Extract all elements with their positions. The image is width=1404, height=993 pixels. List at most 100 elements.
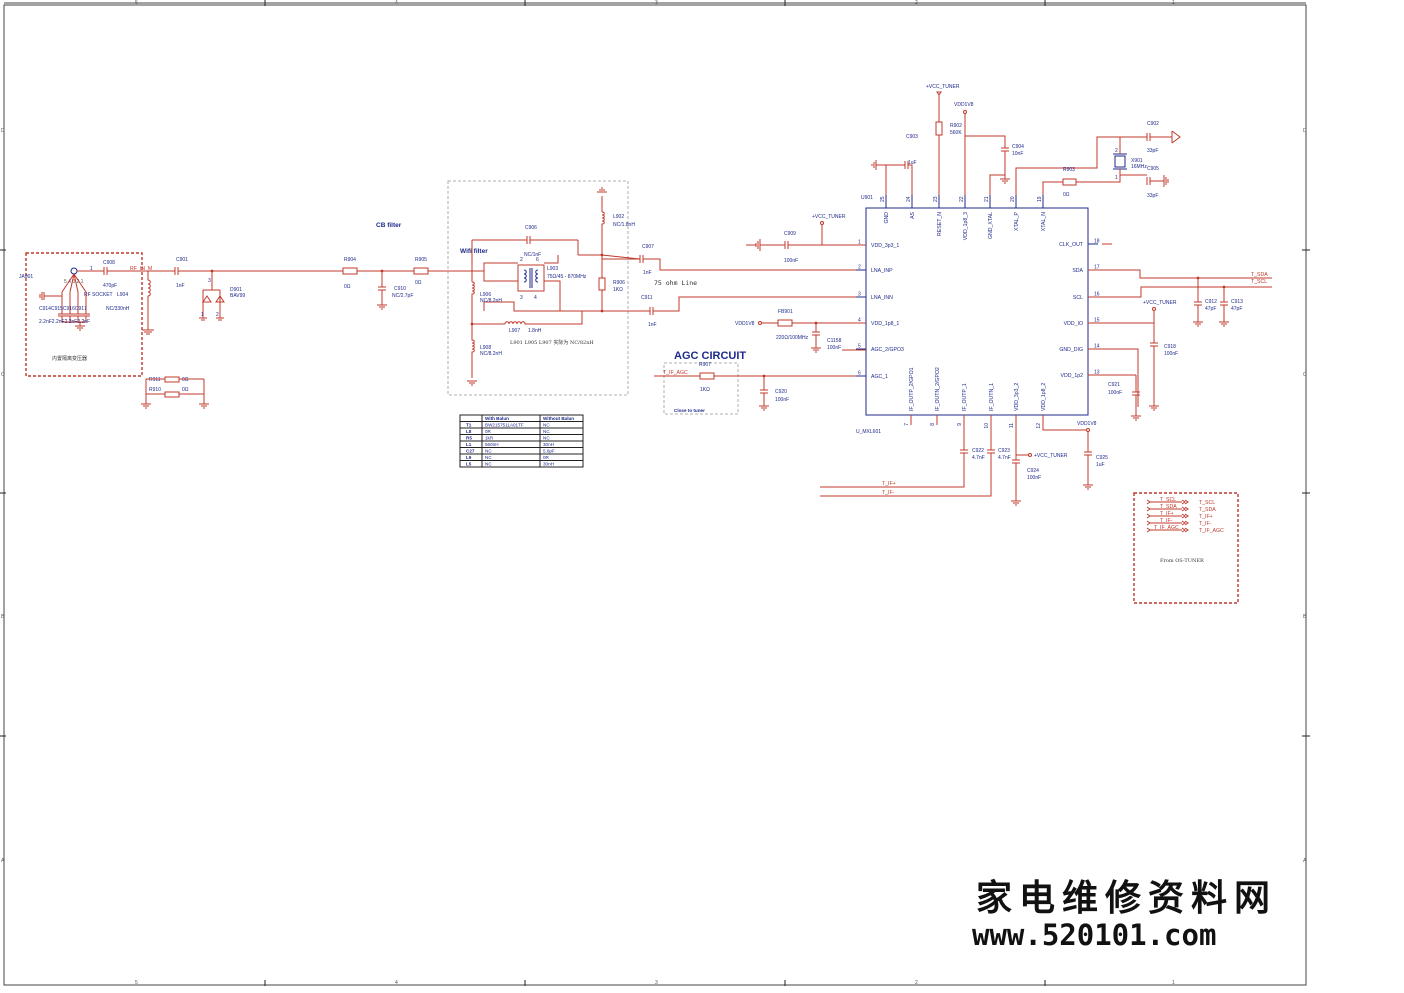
offsheet-net-left: T_IF- [1160, 518, 1173, 524]
cap-c904-ref: C904 [1012, 144, 1024, 150]
balun-value: 75Ω/45 - 870MHz [547, 274, 587, 280]
pwr-vcc-tuner-left: +VCC_TUNER [812, 214, 846, 220]
row-label-b: B [1, 614, 5, 620]
balun-ref: L903 [547, 266, 558, 272]
caps-group-refs: C914C915C916C917 [39, 306, 87, 312]
res-r903-value: 0Ω [1063, 192, 1070, 198]
offsheet-port-icon [1146, 506, 1189, 512]
table-cell: 30nH [543, 442, 554, 447]
cap-c905-ref: C905 [1147, 166, 1159, 172]
ind-l908-ref: L908 [480, 345, 491, 351]
table-cell: NC [543, 429, 550, 434]
chip-pin-number: 19 [1037, 196, 1043, 202]
bottom-if-block: C922 4.7nF C923 4.7nF T_IF+ T_IF- +VCC_T… [820, 415, 1108, 506]
chip-pin-name: IF_OUTP_2/GPO1 [909, 367, 915, 411]
chip-pin-name: VDD_3p3_1 [871, 243, 899, 249]
res-r911-ref: R911 [149, 377, 161, 383]
chip-pin-name: SCL [1073, 295, 1083, 301]
r910-r911-block: R911 0Ω R910 0Ω [141, 376, 209, 409]
left-supply-block: +VCC_TUNER C909 100nF VDD1V8 FB901 220Ω/… [735, 214, 866, 353]
isolation-transformer-caption: 内置隔离变压器 [52, 355, 87, 362]
chip-pin-name: XTAL_P [1014, 211, 1020, 230]
agc-title: AGC CIRCUIT [674, 350, 746, 362]
row-label-d-right: D [1303, 128, 1307, 134]
chip-body [865, 207, 1089, 416]
cap-c922-ref: C922 [972, 448, 984, 454]
chip-pin-name: LNA_INP [871, 268, 893, 274]
col-label-3-bottom: 3 [655, 980, 658, 986]
cap-c1158-value: 100nF [827, 345, 841, 351]
chip-pin-number: 25 [880, 196, 886, 202]
offsheet-port-icon [1146, 520, 1189, 526]
cap-c904-value: 10nF [1012, 151, 1023, 157]
ferrite-value: 220Ω/100MHz [776, 335, 809, 341]
col-label-4: 4 [395, 0, 398, 6]
offsheet-port-icon [1146, 527, 1189, 533]
chip-pin-name: RESET_N [937, 212, 943, 236]
diode-pin3: 3 [208, 278, 211, 284]
offsheet-net-right: T_SDA [1199, 507, 1216, 513]
chip-pin-number: 15 [1094, 318, 1100, 324]
c901-d901-block: C901 1nF 3 1 2 D901 BAV99 [174, 257, 343, 321]
offsheet-caption: From OS-TUNER [1160, 558, 1204, 564]
pwr-vcc-tuner-top: +VCC_TUNER [926, 84, 960, 90]
chip-pin-name: IF_OUTN_2/GPO2 [935, 367, 941, 411]
ind-l907-ref: L907 [509, 328, 520, 334]
chip-pin-number: 10 [984, 423, 990, 429]
cap-c918-value: 100nF [1164, 351, 1178, 357]
cap-c913-value: 47pF [1231, 306, 1242, 312]
cap-c925-value: 1uF [1096, 462, 1105, 468]
col-label-3: 3 [655, 0, 658, 6]
chip-pin-name: VDD_3p3_2 [1014, 383, 1020, 411]
table-cell: C27 [466, 449, 475, 454]
offsheet-net-right: T_IF+ [1199, 514, 1213, 520]
res-r907-ref: R907 [699, 362, 711, 368]
lna-input-caps: C907 1nF C911 1nF 75 ohm Line [639, 244, 866, 328]
row-label-a: A [1, 858, 5, 864]
socket-pin1: 1 [90, 266, 93, 272]
table-cell: NC [543, 436, 550, 441]
chip-pin-name: IF_OUTN_1 [989, 383, 995, 411]
crystal-ref: X901 [1131, 158, 1143, 164]
caps-group-values: 2.2nF2.2nF2.2nF2.2nF [39, 319, 90, 325]
col-label-1: 1 [1172, 0, 1175, 6]
cap-c918-ref: C918 [1164, 344, 1176, 350]
offsheet-net-right: T_SCL [1199, 500, 1215, 506]
rf-socket-label: RF SOCKET [84, 292, 113, 298]
balun-pin3: 3 [520, 295, 523, 301]
cap-c907-ref: C907 [642, 244, 654, 250]
cap-c924-value: 100nF [1027, 475, 1041, 481]
table-cell: L5 [466, 462, 472, 467]
chip-pin-number: 4 [858, 318, 861, 324]
wifi-filter-block: Wifi filter C906 NC/1nF L903 75Ω/45 - 87… [447, 180, 650, 396]
res-r907-value: 1KΩ [700, 387, 710, 393]
line-impedance-note: 75 ohm Line [654, 279, 697, 287]
col-label-2: 2 [915, 0, 918, 6]
table-cell: NC [485, 455, 492, 460]
chip-pin-name: SDA [1072, 268, 1083, 274]
chip-pin-name: VDD_1p8_3 [963, 212, 969, 240]
cb-filter-block: CB filter R904 0Ω C910 NC/2.7pF R905 0Ω [342, 222, 472, 310]
cb-filter-title: CB filter [376, 222, 402, 229]
offsheet-net-right: T_IF_AGC [1199, 528, 1224, 534]
res-r911-value: 0Ω [182, 377, 189, 383]
chip-pin-number: 18 [1094, 239, 1100, 245]
cap-c920-ref: C920 [775, 389, 787, 395]
sheet-frame: 5 4 3 2 1 5 4 3 2 1 D C B A D C B A [0, 0, 1310, 986]
res-r910-value: 0Ω [182, 387, 189, 393]
connector-ref: JA901 [19, 274, 33, 280]
res-r904-ref: R904 [344, 257, 356, 263]
pwr-vcc-tuner-bottom: +VCC_TUNER [1034, 453, 1068, 459]
inductor-ref: L904 [117, 292, 128, 298]
chip-pin-name: AS [910, 211, 916, 218]
offsheet-net-left: T_SCL [1160, 497, 1176, 503]
cap-c1158-ref: C1158 [827, 338, 842, 344]
cap-c909-ref: C909 [784, 231, 796, 237]
cap-c903-value: 1uF [908, 160, 917, 166]
cap-c924-ref: C924 [1027, 468, 1039, 474]
res-r904-value: 0Ω [344, 284, 351, 290]
pwr-vdd1v8-left: VDD1V8 [735, 321, 755, 327]
table-cell: L1 [466, 442, 472, 447]
offsheet-net-left: T_SDA [1160, 504, 1177, 510]
